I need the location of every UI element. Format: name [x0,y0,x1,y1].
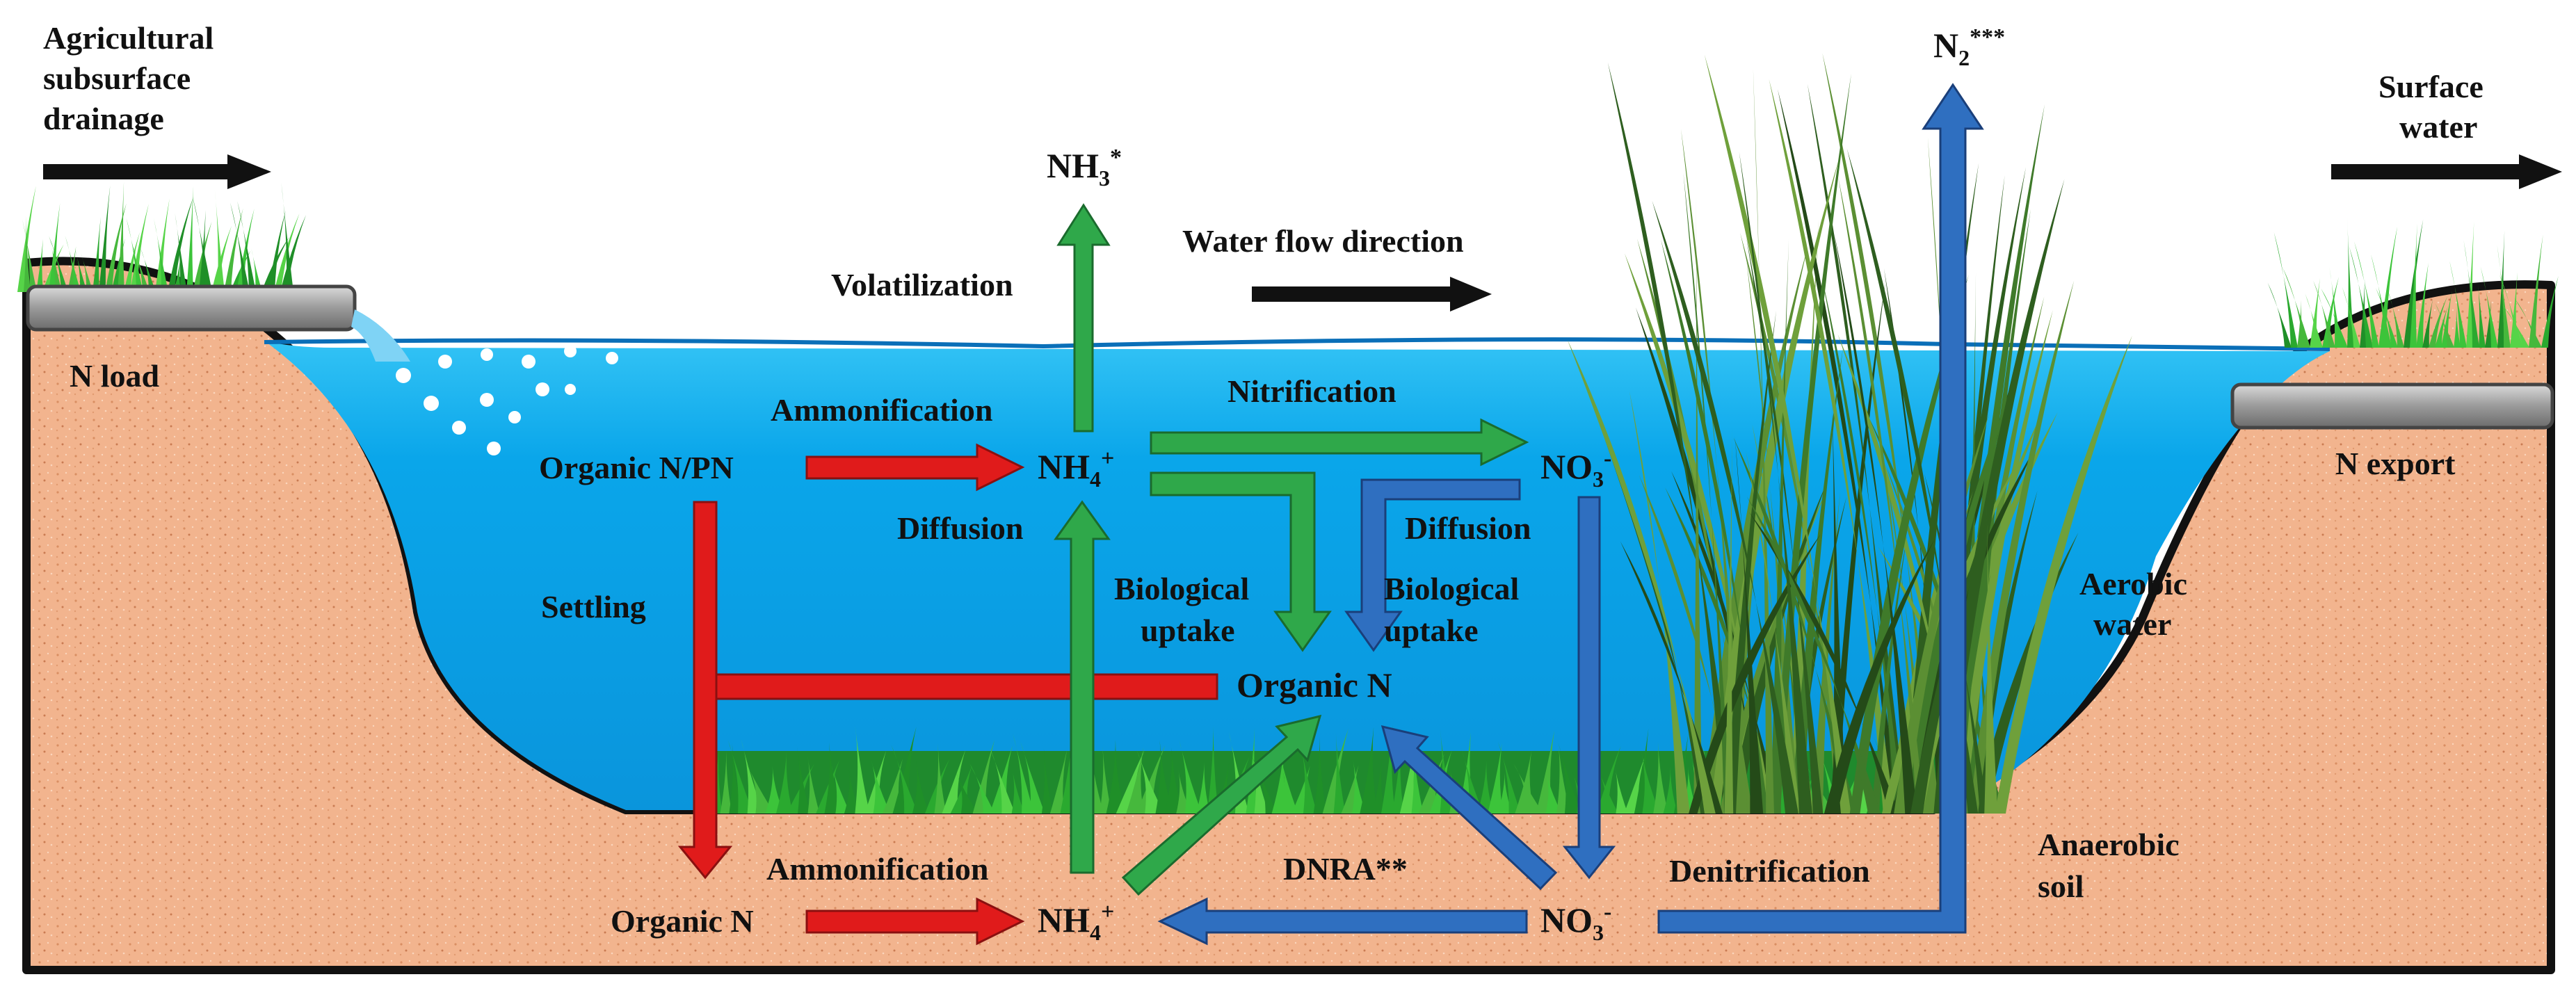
text-labels: Agricultural subsurface drainage Surface… [43,20,2484,939]
label-bio-uptake-left-l1: Biological [1114,571,1249,606]
label-agricultural-l2: subsurface [43,60,191,96]
right-bank-grass [2267,217,2559,348]
arrow-nitrification [1150,418,1529,467]
label-organic-n-water: Organic N [1237,665,1392,704]
label-anaerobic-l2: soil [2038,868,2084,904]
label-diffusion-right: Diffusion [1405,510,1531,546]
label-bio-uptake-right-l2: uptake [1384,613,1478,648]
blue-arrows [1157,83,1984,946]
label-dnra: DNRA** [1283,851,1408,887]
arrow-settling [677,501,733,880]
chem-no3-soil: NO3- [1540,899,1611,945]
water-flow-arrow [1252,277,1492,312]
label-ammonification-bottom: Ammonification [766,851,988,887]
label-surface-l2: water [2399,109,2477,145]
label-organic-n-pn: Organic N/PN [539,450,734,485]
arrow-volatilization [1056,203,1111,433]
arrow-diffusion-no3 [1562,496,1616,880]
label-bio-uptake-right-l1: Biological [1384,571,1519,606]
label-denitrification: Denitrification [1669,853,1870,889]
chem-nh4-water: NH4+ [1038,446,1114,492]
inflow-arrow [43,154,271,189]
label-diffusion-left: Diffusion [897,510,1023,546]
label-water-flow: Water flow direction [1182,223,1464,259]
label-ammonification-top: Ammonification [771,392,992,428]
label-settling: Settling [541,589,646,624]
label-nitrification: Nitrification [1227,373,1396,409]
label-n-export: N export [2335,446,2456,481]
chem-nh4-soil: NH4+ [1038,899,1114,945]
inlet-splash [351,309,410,362]
arrow-uptake-no3 [1344,478,1521,652]
bubbles [396,345,618,455]
green-arrows [1054,203,1529,896]
outlet-pipe [2230,382,2554,430]
arrow-ammonification-soil [805,897,1025,946]
label-organic-n-soil: Organic N [611,903,754,939]
label-surface-l1: Surface [2378,69,2484,104]
label-anaerobic-l1: Anaerobic [2038,827,2180,862]
arrow-uptake-nh4 [1150,471,1332,652]
water-surface [264,337,2331,351]
chem-n2: N2*** [1933,24,2005,70]
label-agricultural-l3: drainage [43,101,164,136]
arrow-dnra [1157,897,1528,946]
arrow-organicN-to-settling [715,673,1218,700]
label-volatilization: Volatilization [831,267,1013,302]
chem-nh3: NH3* [1047,145,1122,191]
arrow-nh4-to-organicN [1121,714,1322,896]
arrow-ammonification-water [805,443,1025,492]
arrow-diffusion-nh4 [1054,500,1111,874]
chem-no3-water: NO3- [1540,446,1611,492]
label-aerobic-l1: Aerobic [2079,566,2187,601]
label-agricultural-l1: Agricultural [43,20,214,56]
label-n-load: N load [70,358,160,394]
outflow-arrow [2331,154,2562,189]
label-aerobic-l2: water [2093,606,2171,642]
inlet-pipe [26,284,357,332]
chemical-labels: NH3* N2*** NH4+ NO3- NH4+ NO3- [1038,24,2005,945]
arrow-no3-to-organicN [1380,725,1558,891]
tall-reed-plant [1567,53,2132,814]
label-bio-uptake-left-l2: uptake [1141,613,1234,648]
arrow-denitrification [1657,83,1984,934]
left-bank-grass [17,181,307,292]
